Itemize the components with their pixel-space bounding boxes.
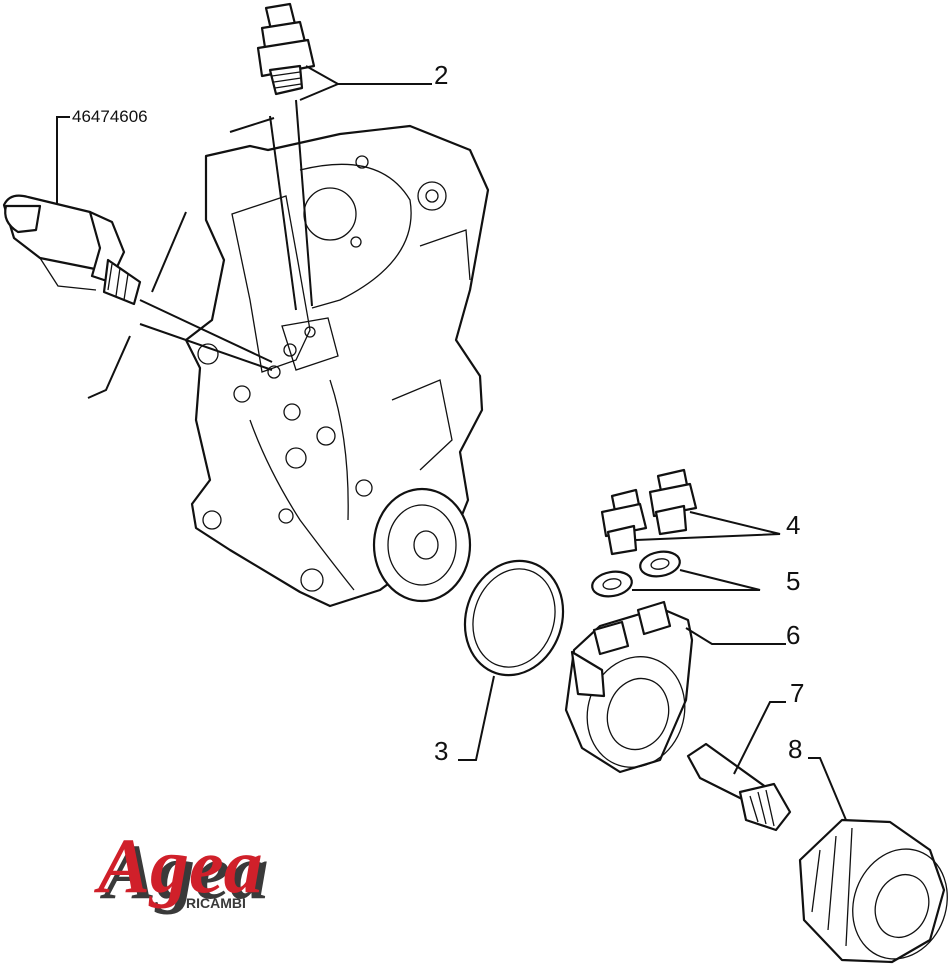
leader-2-into-housing-b bbox=[295, 99, 313, 307]
logo-shadow: Agea bbox=[99, 828, 269, 915]
leader-4 bbox=[635, 511, 781, 541]
callout-3: 3 bbox=[434, 736, 448, 766]
fitting-right bbox=[648, 468, 698, 536]
engine-housing bbox=[184, 124, 490, 608]
leader-5 bbox=[632, 569, 761, 591]
logo-sub: RICAMBI bbox=[186, 895, 246, 911]
leader-2b bbox=[299, 83, 339, 101]
washers bbox=[591, 550, 681, 598]
pressure-switch bbox=[256, 2, 316, 96]
logo-brand: Agea bbox=[93, 822, 263, 909]
leader-2 bbox=[305, 65, 432, 85]
callout-8: 8 bbox=[788, 734, 802, 764]
fitting-left bbox=[600, 488, 648, 556]
callout-6: 6 bbox=[786, 620, 800, 650]
callout-7: 7 bbox=[790, 678, 804, 708]
callout-4: 4 bbox=[786, 510, 800, 540]
leader-3 bbox=[458, 675, 495, 761]
leader-sensor-2 bbox=[139, 323, 273, 371]
leader-2-into-housing bbox=[269, 115, 297, 311]
leader-6 bbox=[685, 627, 786, 645]
part-number-label: 46474606 bbox=[72, 107, 148, 126]
sensor-46474606: 46474606 bbox=[2, 107, 148, 306]
leader-sensor-1 bbox=[139, 299, 273, 363]
agea-ricambi-logo: Agea Agea RICAMBI bbox=[93, 822, 269, 915]
leader-7 bbox=[733, 701, 786, 775]
callout-5: 5 bbox=[786, 566, 800, 596]
filter-adapter bbox=[564, 600, 694, 774]
callout-2: 2 bbox=[434, 60, 448, 90]
leader-sensor-3 bbox=[151, 211, 187, 293]
o-ring-seal bbox=[463, 559, 565, 677]
leader-sensor-4 bbox=[87, 335, 131, 399]
leader-8 bbox=[808, 757, 847, 821]
leader-housing-top bbox=[229, 117, 275, 133]
threaded-stud bbox=[686, 742, 792, 832]
oil-filter bbox=[798, 818, 948, 964]
